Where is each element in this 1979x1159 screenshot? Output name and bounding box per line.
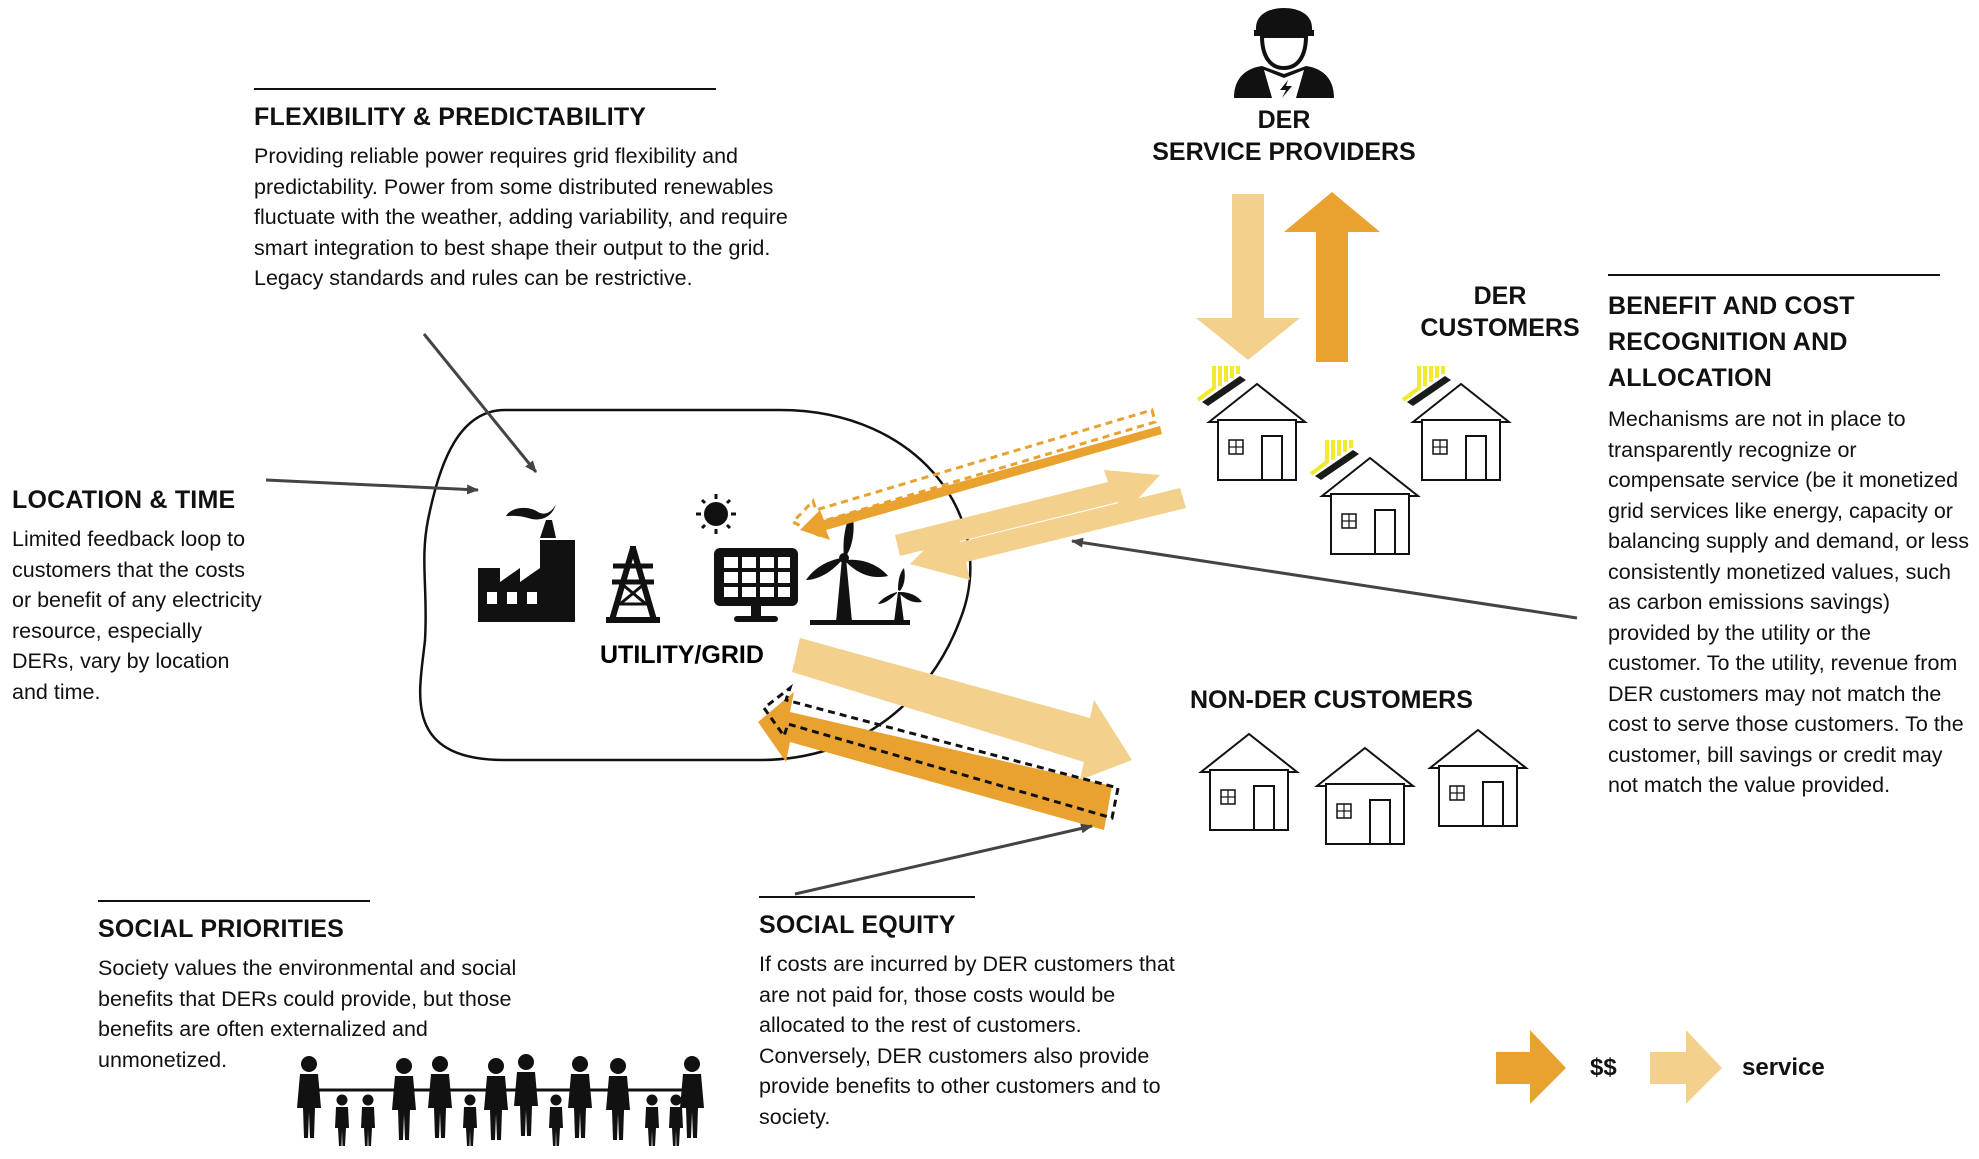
social-priorities-rule: [98, 900, 370, 902]
service-arrow-der-to-grid: [910, 488, 1186, 580]
money-arrow-der-to-grid: [790, 408, 1162, 540]
social-equity-body: If costs are incurred by DER customers t…: [759, 952, 1175, 1129]
location-time-title: LOCATION & TIME: [12, 486, 236, 514]
pointer-social-equity: [794, 823, 1093, 896]
pointer-benefit-cost: [1071, 537, 1578, 620]
social-priorities-title: SOCIAL PRIORITIES: [98, 915, 345, 943]
der-customer-house-1: [1208, 383, 1306, 481]
flexibility-block: FLEXIBILITY & PREDICTABILITY Providing r…: [254, 88, 814, 294]
non-der-house-3: [1429, 729, 1527, 827]
location-time-body: Limited feedback loop to customers that …: [12, 527, 262, 704]
der-customer-house-2: [1412, 383, 1510, 481]
service-providers-label: DER SERVICE PROVIDERS: [1152, 106, 1416, 166]
non-der-customers-label: NON-DER CUSTOMERS: [1190, 686, 1473, 714]
flexibility-rule: [254, 88, 716, 90]
family-silhouette-icon: [297, 1054, 704, 1146]
wind-turbine-icon: [806, 512, 922, 625]
factory-icon: [478, 504, 575, 622]
legend-money-arrow: [1496, 1030, 1566, 1104]
legend-service-label: service: [1742, 1054, 1825, 1081]
money-arrow-non-der-to-grid: [758, 683, 1120, 830]
social-priorities-body: Society values the environmental and soc…: [98, 956, 517, 1072]
social-priorities-block: SOCIAL PRIORITIES Society values the env…: [98, 900, 558, 1075]
solar-panel-icon: [714, 548, 798, 622]
pointer-location-time: [265, 478, 479, 495]
non-der-house-1: [1200, 733, 1298, 831]
benefit-cost-block: BENEFIT AND COST RECOGNITION AND ALLOCAT…: [1608, 274, 1970, 801]
social-equity-block: SOCIAL EQUITY If costs are incurred by D…: [759, 896, 1191, 1132]
service-arrow-grid-to-der: [895, 470, 1160, 556]
legend-service-arrow: [1650, 1030, 1722, 1104]
pointer-flexibility: [422, 333, 538, 473]
worker-icon: [1234, 8, 1334, 98]
der-customers-label: DER CUSTOMERS: [1420, 282, 1580, 342]
sun-icon: [696, 494, 736, 534]
social-equity-title: SOCIAL EQUITY: [759, 911, 956, 939]
benefit-cost-title: BENEFIT AND COST RECOGNITION AND ALLOCAT…: [1608, 292, 1855, 392]
legend-money-label: $$: [1590, 1054, 1617, 1081]
benefit-cost-body: Mechanisms are not in place to transpare…: [1608, 407, 1969, 797]
service-arrow-down: [1196, 194, 1300, 360]
transmission-tower-icon: [606, 546, 660, 623]
money-arrow-up: [1284, 192, 1380, 362]
der-customer-house-3: [1321, 457, 1419, 555]
flexibility-body: Providing reliable power requires grid f…: [254, 144, 788, 291]
social-equity-rule: [759, 896, 975, 898]
flexibility-title: FLEXIBILITY & PREDICTABILITY: [254, 103, 647, 131]
location-time-block: LOCATION & TIME Limited feedback loop to…: [12, 485, 262, 707]
utility-grid-label: UTILITY/GRID: [600, 641, 764, 669]
non-der-house-2: [1316, 747, 1414, 845]
benefit-cost-rule: [1608, 274, 1940, 276]
service-arrow-grid-to-non-der: [792, 638, 1132, 780]
